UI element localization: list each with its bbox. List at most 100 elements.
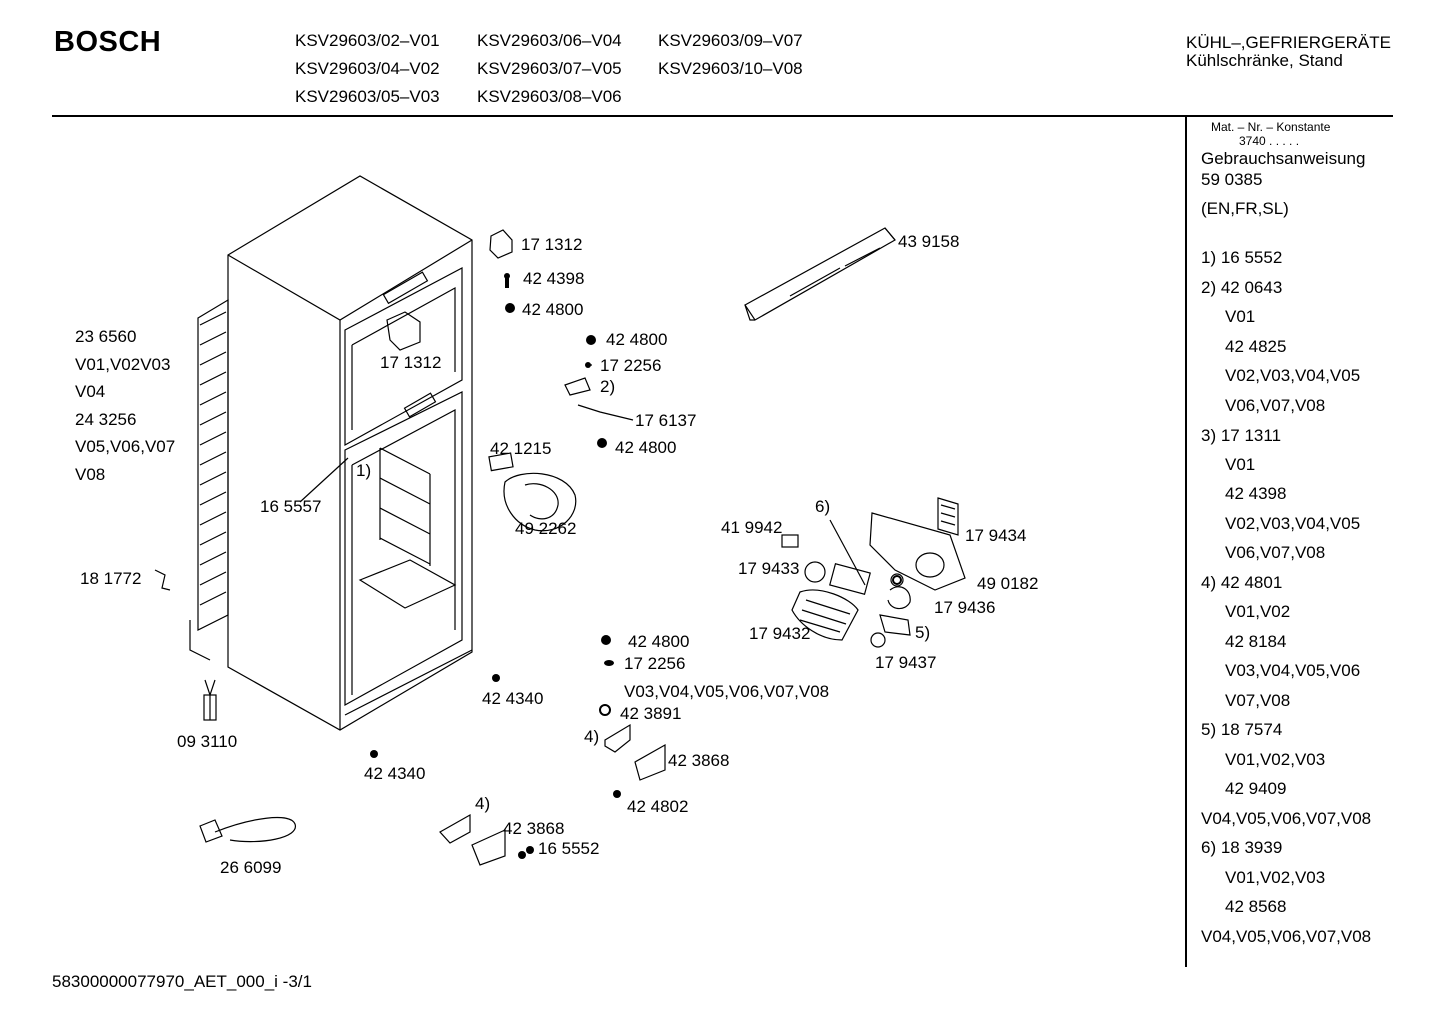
part-label: 17 2256 <box>624 654 686 673</box>
sidebar-item: V01 <box>1225 455 1256 474</box>
sidebar-item: 2) 42 0643 <box>1201 278 1283 297</box>
exploded-view-drawing <box>154 175 966 866</box>
part-label: 42 4802 <box>627 797 689 816</box>
capillary-tube <box>204 679 216 720</box>
part-label: V04 <box>75 382 106 401</box>
callout-label: 5) <box>915 623 931 642</box>
screw-icon <box>601 635 611 645</box>
part-label: 42 4800 <box>615 438 677 457</box>
part-label: V01,V02V03 <box>75 355 171 374</box>
sidebar-item: V06,V07,V08 <box>1225 396 1326 415</box>
sidebar-item: V01,V02,V03 <box>1225 868 1326 887</box>
callout-label: 4) <box>475 794 491 813</box>
part-label: V08 <box>75 465 106 484</box>
part-label: 17 9433 <box>738 559 800 578</box>
brand-logo: BOSCH <box>54 26 162 58</box>
part-label: 09 3110 <box>177 732 238 751</box>
bracket-icon <box>489 229 513 259</box>
part-label: 17 9434 <box>965 526 1027 545</box>
sidebar-item: V03,V04,V05,V06 <box>1225 661 1361 680</box>
condenser-grid <box>189 298 229 661</box>
sidebar-item: 5) 18 7574 <box>1201 720 1283 739</box>
sidebar-item: V04,V05,V06,V07,V08 <box>1201 809 1372 828</box>
part-label: 16 5557 <box>260 497 322 516</box>
part-label: 42 4800 <box>628 632 690 651</box>
fan-housing <box>488 452 577 532</box>
hinge-icon <box>564 377 591 396</box>
screw-icon <box>613 790 621 798</box>
screw-icon <box>526 846 534 854</box>
part-label: 17 6137 <box>635 411 697 430</box>
sidebar-item: V02,V03,V04,V05 <box>1225 366 1361 385</box>
header-divider <box>52 115 1393 117</box>
screw-icon <box>505 303 515 313</box>
part-label: 17 1312 <box>521 235 583 254</box>
manual-languages: (EN,FR,SL) <box>1201 199 1289 218</box>
sidebar-item: 42 8184 <box>1225 632 1287 651</box>
mat-header: Mat. – Nr. – Konstante <box>1211 120 1331 134</box>
thermostat-assembly <box>781 497 966 648</box>
model-number: KSV29603/06–V04 <box>477 31 622 50</box>
callout-label: 1) <box>356 461 372 480</box>
part-label: 41 9942 <box>721 518 783 537</box>
manual-title: Gebrauchsanweisung <box>1201 149 1366 168</box>
part-label: 42 4800 <box>522 300 584 319</box>
part-label: 17 2256 <box>600 356 662 375</box>
washer-icon <box>604 660 614 666</box>
part-label: 17 9437 <box>875 653 937 672</box>
sidebar-item: V04,V05,V06,V07,V08 <box>1201 927 1372 946</box>
capillary-tube <box>203 694 217 721</box>
sidebar-item: V01,V02 <box>1225 602 1291 621</box>
sidebar-item: V01,V02,V03 <box>1225 750 1326 769</box>
sidebar-item: V01 <box>1225 307 1256 326</box>
part-label: 23 6560 <box>75 327 137 346</box>
part-label: 17 9432 <box>749 624 811 643</box>
sidebar-divider <box>1185 117 1187 967</box>
part-label: 18 1772 <box>80 569 142 588</box>
part-label: V03,V04,V05,V06,V07,V08 <box>624 682 830 701</box>
sidebar-item: 42 4825 <box>1225 337 1287 356</box>
part-label: 42 3891 <box>620 704 682 723</box>
document-footer: 58300000077970_AET_000_i -3/1 <box>52 972 312 991</box>
part-label: 24 3256 <box>75 410 137 429</box>
sidebar-item: V02,V03,V04,V05 <box>1225 514 1361 533</box>
sidebar-item: 4) 42 4801 <box>1201 573 1283 592</box>
sidebar-item: 42 9409 <box>1225 779 1287 798</box>
seal-ring-icon <box>892 575 902 585</box>
manual-number: 59 0385 <box>1201 170 1263 189</box>
callout-label: 4) <box>584 727 600 746</box>
mat-value: 3740 . . . . . <box>1239 134 1300 148</box>
category-title: KÜHL–,GEFRIERGERÄTE <box>1186 33 1391 52</box>
sidebar-item: 3) 17 1311 <box>1201 426 1282 445</box>
power-cord <box>199 817 296 843</box>
screw-icon <box>586 335 596 345</box>
part-label: 42 3868 <box>668 751 730 770</box>
sidebar-item: 42 8568 <box>1225 897 1287 916</box>
model-number: KSV29603/09–V07 <box>658 31 803 50</box>
part-label: V05,V06,V07 <box>75 437 176 456</box>
part-label: 17 1312 <box>380 353 442 372</box>
part-label: 42 3868 <box>503 819 565 838</box>
sidebar-item: 6) 18 3939 <box>1201 838 1283 857</box>
callout-label: 2) <box>600 377 616 396</box>
screw-icon <box>492 674 500 682</box>
screw-icon <box>370 750 378 758</box>
callout-label: 6) <box>815 497 831 516</box>
washer-icon <box>585 362 591 368</box>
control-panel <box>744 227 896 321</box>
model-number: KSV29603/05–V03 <box>295 87 440 106</box>
model-number: KSV29603/02–V01 <box>295 31 440 50</box>
nut-icon <box>599 704 611 716</box>
part-label: 16 5552 <box>538 839 600 858</box>
sidebar-item: V06,V07,V08 <box>1225 543 1326 562</box>
part-label: 42 4800 <box>606 330 668 349</box>
part-label: 49 2262 <box>515 519 577 538</box>
screw-icon <box>597 438 607 448</box>
part-label: 42 4340 <box>482 689 544 708</box>
part-label: 43 9158 <box>898 232 960 251</box>
model-number: KSV29603/08–V06 <box>477 87 622 106</box>
part-label: 17 9436 <box>934 598 996 617</box>
part-label: 42 4398 <box>523 269 585 288</box>
model-number: KSV29603/07–V05 <box>477 59 622 78</box>
part-label: 42 4340 <box>364 764 426 783</box>
